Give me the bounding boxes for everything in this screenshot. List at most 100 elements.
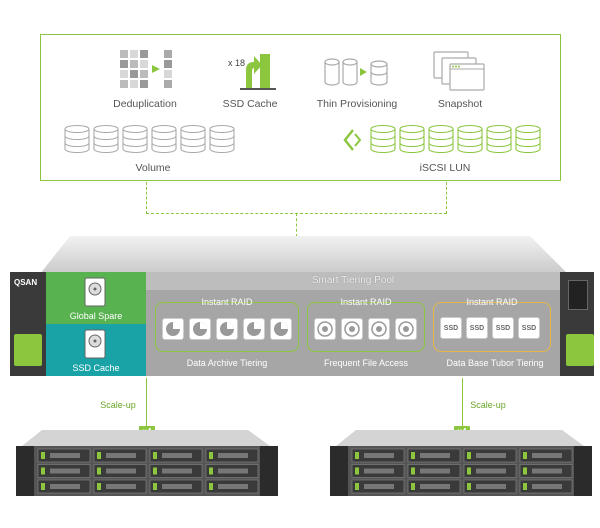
ssd-cache-block-label: SSD Cache	[72, 363, 120, 373]
bay-led	[467, 452, 471, 459]
bay-grille	[532, 484, 562, 489]
bay-grille	[420, 453, 450, 458]
control-panel[interactable]	[568, 280, 588, 310]
bay-led	[209, 483, 213, 490]
disk-icon	[395, 318, 417, 340]
chassis-top	[40, 236, 568, 274]
bay-grille	[476, 468, 506, 474]
cylinder-shape	[457, 142, 483, 148]
deduplication-icon	[120, 50, 172, 88]
bay-led	[355, 452, 359, 459]
bay-led	[153, 467, 157, 475]
hdd-icon	[84, 277, 106, 307]
bay-grille	[50, 484, 80, 489]
cylinder-shape	[180, 135, 206, 141]
bay-led	[467, 483, 471, 490]
connector-line-left	[146, 182, 147, 214]
bay-grille	[162, 484, 192, 489]
bay-grille	[218, 453, 248, 458]
scale-up-label-right: Scale-up	[470, 400, 506, 410]
cylinder-shape	[64, 135, 90, 141]
cylinder-shape	[399, 142, 425, 148]
bay-led	[209, 452, 213, 459]
raid-group-title: Instant RAID	[201, 297, 253, 307]
bay-led	[411, 452, 415, 459]
disk-icon	[189, 318, 211, 340]
disk-icon	[368, 318, 390, 340]
cylinder-shape	[93, 129, 119, 154]
bay-grille	[50, 453, 80, 458]
disk-icon	[270, 318, 292, 340]
bay-grille	[106, 484, 136, 489]
bay-led	[41, 452, 45, 459]
cylinder-shape	[486, 124, 512, 134]
deduplication-label: Deduplication	[113, 98, 177, 110]
disk-row-archive	[162, 318, 294, 344]
bay-led	[153, 452, 157, 459]
cylinder-shape	[93, 142, 119, 148]
cylinder-shape	[486, 129, 512, 154]
bay-grille	[50, 468, 80, 474]
ssd-icon: SSD	[492, 317, 514, 339]
scale-up-label-left: Scale-up	[100, 400, 136, 410]
raid-group-title: Instant RAID	[466, 297, 518, 307]
raid-group-caption: Frequent File Access	[323, 358, 409, 368]
qsan-logo: QSAN	[14, 278, 38, 287]
bay-led	[41, 483, 45, 490]
bay-led	[523, 452, 527, 459]
disk-icon	[341, 318, 363, 340]
disk-icon	[162, 318, 184, 340]
cylinder-shape	[151, 142, 177, 148]
cylinder-shape	[370, 135, 396, 141]
cylinder-shape	[209, 124, 235, 134]
cylinder-shape	[428, 135, 454, 141]
bay-grille	[218, 468, 248, 474]
cylinder-shape	[399, 135, 425, 141]
cylinder-shape	[399, 129, 425, 154]
cylinder-shape	[209, 129, 235, 154]
pool-title-bar	[146, 272, 560, 290]
cylinder-shape	[151, 135, 177, 141]
cylinder-shape	[486, 142, 512, 148]
scale-up-line-left	[146, 378, 147, 426]
thin-provisioning-icon	[324, 58, 388, 86]
bay-led	[97, 452, 101, 459]
bay-grille	[162, 453, 192, 458]
raid-group-title: Instant RAID	[340, 297, 392, 307]
cylinder-shape	[93, 135, 119, 141]
cylinder-shape	[209, 142, 235, 148]
bay-grille	[364, 484, 394, 489]
cylinder-shape	[64, 142, 90, 148]
raid-group-archive	[155, 302, 299, 352]
cylinder-shape	[428, 142, 454, 148]
ssd-icon: SSD	[466, 317, 488, 339]
left-handle[interactable]	[14, 334, 42, 366]
cylinder-shape	[122, 124, 148, 134]
cylinder-shape	[457, 124, 483, 134]
thin-provisioning-label: Thin Provisioning	[316, 98, 398, 110]
cylinder-shape	[399, 124, 425, 134]
cylinder-shape	[515, 124, 541, 134]
bay-led	[523, 467, 527, 475]
ssd-icon: SSD	[440, 317, 462, 339]
bay-grille	[218, 484, 248, 489]
bay-grille	[476, 484, 506, 489]
bay-led	[97, 467, 101, 475]
cylinder-shape	[151, 124, 177, 134]
cylinder-shape	[209, 135, 235, 141]
global-spare-label: Global Spare	[69, 311, 123, 321]
bay-led	[411, 467, 415, 475]
cylinder-shape	[122, 129, 148, 154]
snapshot-label: Snapshot	[437, 98, 483, 110]
connector-line-right	[446, 182, 447, 214]
right-handle[interactable]	[566, 334, 594, 366]
cylinder-shape	[64, 129, 90, 154]
expansion-unit-right	[330, 430, 592, 496]
scale-up-line-right	[462, 378, 463, 426]
volume-icon	[64, 124, 235, 154]
ssd-multiplier: x 18	[228, 58, 246, 68]
cylinder-shape	[486, 135, 512, 141]
bay-led	[41, 467, 45, 475]
cylinder-shape	[515, 129, 541, 154]
cylinder-shape	[64, 124, 90, 134]
